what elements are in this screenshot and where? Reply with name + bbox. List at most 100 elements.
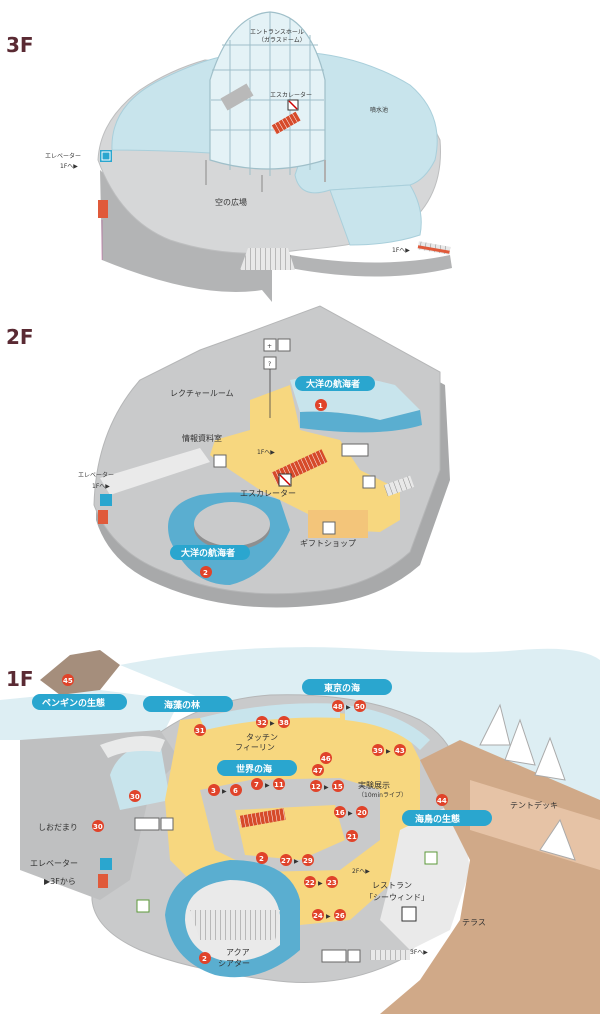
exhibit-num-44[interactable] (436, 794, 448, 806)
zone-pill-seabird[interactable] (402, 810, 492, 826)
range-32-38[interactable]: 32 ▶ 38 (256, 716, 290, 728)
1f-window-top (200, 703, 340, 730)
demo-sub: （10minライブ） (358, 791, 407, 799)
range-3-6[interactable]: 3 ▶ 6 (208, 784, 242, 796)
first-aid-icon (263, 338, 277, 352)
range-48-50[interactable]: 48 ▶ 50 (332, 700, 366, 712)
exhibit-num-2-1f[interactable] (256, 852, 268, 864)
svg-text:21: 21 (347, 833, 357, 841)
exhibit-num-30-tide[interactable] (92, 820, 104, 832)
aqua-label-1: アクア (226, 948, 250, 957)
2f-lecture-room (265, 420, 295, 440)
svg-text:29: 29 (303, 857, 313, 865)
zone-pill-ocean-bottom[interactable] (170, 545, 250, 560)
range-16-20[interactable]: 16 ▶ 20 (334, 806, 368, 818)
svg-text:48: 48 (333, 703, 343, 711)
glass-dome (205, 11, 326, 192)
exhibit-num-45[interactable] (62, 674, 74, 686)
escalator-3f (271, 111, 301, 135)
svg-text:50: 50 (355, 703, 365, 711)
svg-text:▶: ▶ (222, 788, 227, 795)
restaurant-label: レストラン (372, 881, 412, 890)
zone-pill-penguin[interactable] (32, 694, 127, 710)
elevator-label-2f: エレベーター (78, 471, 114, 479)
svg-text:3: 3 (211, 787, 216, 795)
zone-pill-tokyo[interactable] (302, 679, 392, 695)
svg-text:▶: ▶ (346, 704, 351, 711)
info-room-label: 情報資料室 (182, 433, 222, 443)
tent-deck-label: テントデッキ (510, 800, 558, 810)
zone-label-tokyo: 東京の海 (324, 682, 360, 694)
zone-label-world: 世界の海 (236, 763, 272, 775)
zone-label-seabird: 海鳥の生態 (415, 813, 460, 825)
svg-text:45: 45 (63, 677, 73, 685)
exhibit-num-1[interactable] (315, 399, 327, 411)
1f-window-right (345, 705, 430, 750)
phone-icon-1f-right (424, 851, 438, 865)
svg-text:2: 2 (259, 855, 264, 863)
svg-text:20: 20 (357, 809, 367, 817)
exhibit-num-47[interactable] (312, 764, 324, 776)
svg-text:▶: ▶ (265, 782, 270, 789)
floor-label-2f: 2F (6, 325, 34, 349)
to-2f-label: 2Fへ▶ (352, 868, 370, 875)
restroom-icon-1f (134, 817, 160, 831)
exhibit-num-30-pool[interactable] (129, 790, 141, 802)
svg-text:39: 39 (373, 747, 383, 755)
exhibit-num-46[interactable] (320, 752, 332, 764)
to-3f-label: 3Fへ▶ (410, 949, 428, 956)
elevator-shaft-3f (98, 200, 108, 218)
entrance-hall-label: エントランスホール (250, 29, 304, 36)
bay-water (120, 647, 600, 920)
exhibit-num-2-theater[interactable] (199, 952, 211, 964)
svg-text:?: ? (268, 361, 271, 368)
zone-pill-ocean-top[interactable] (295, 376, 375, 391)
exhibit-num-21[interactable] (346, 830, 358, 842)
platform-wall-right (290, 255, 452, 277)
gift-icon (322, 521, 336, 535)
svg-text:23: 23 (327, 879, 337, 887)
escalator-1f (239, 808, 286, 828)
stairs-2f-right (383, 475, 415, 497)
aed-icon (277, 338, 291, 352)
2f-ocean-window-top (300, 410, 422, 433)
svg-text:▶: ▶ (270, 720, 275, 727)
elevator-sub-1f: ▶3Fから (44, 877, 76, 886)
range-12-15[interactable]: 12 ▶ 15 (310, 780, 344, 792)
range-22-23[interactable]: 22 ▶ 23 (304, 876, 338, 888)
sky-plaza-label: 空の広場 (215, 197, 247, 207)
terrace-label: テラス (462, 918, 486, 927)
range-39-43[interactable]: 39 ▶ 43 (372, 744, 406, 756)
range-27-29[interactable]: 27 ▶ 29 (280, 854, 314, 866)
svg-text:▶: ▶ (386, 748, 391, 755)
svg-text:15: 15 (333, 783, 343, 791)
elevator-icon-1f (100, 858, 112, 870)
zone-pill-seaweed[interactable] (143, 696, 233, 712)
restroom-icon-2f (341, 443, 369, 457)
svg-text:6: 6 (233, 787, 238, 795)
penguin-rocks (40, 650, 120, 695)
exhibit-num-31[interactable] (194, 724, 206, 736)
to-1f-label-2f: 1Fへ▶ (257, 449, 275, 456)
svg-text:7: 7 (254, 781, 259, 789)
zone-pill-world[interactable] (217, 760, 297, 776)
svg-text:▶: ▶ (326, 913, 331, 920)
range-24-26[interactable]: 24 ▶ 26 (312, 909, 346, 921)
to-1f-label-3f: 1Fへ▶ (392, 247, 410, 254)
svg-text:2: 2 (203, 569, 208, 577)
svg-text:24: 24 (313, 912, 323, 920)
floor-label-3f: 3F (6, 33, 34, 57)
elevator-icon-2f (100, 494, 112, 506)
elevator-shaft-2f (98, 510, 108, 524)
tent-2 (504, 718, 536, 766)
exhibit-num-2-2f[interactable] (200, 566, 212, 578)
escalator-label-2f: エスカレーター (240, 489, 296, 498)
elevator-shaft-1f (98, 874, 108, 888)
elevator-label-1f: エレベーター (30, 859, 78, 868)
floor-label-1f: 1F (6, 667, 34, 691)
gift-shop (308, 510, 368, 538)
range-7-11[interactable]: 7 ▶ 11 (251, 778, 285, 790)
tent-1 (479, 703, 511, 746)
elevator-label-3f: エレベーター (45, 152, 81, 160)
